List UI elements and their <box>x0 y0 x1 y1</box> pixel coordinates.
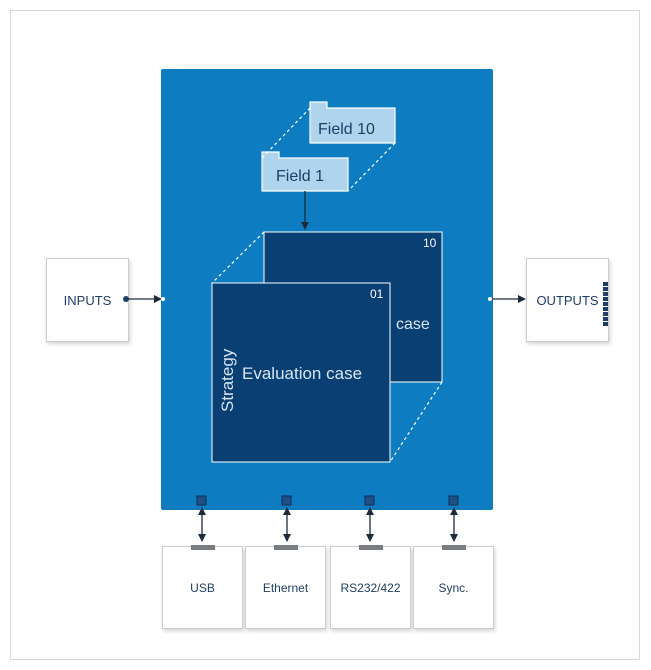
ethernet-box: Ethernet <box>245 545 326 629</box>
sync-link <box>448 495 459 542</box>
inputs-panel-port <box>161 297 165 301</box>
ethernet-label: Ethernet <box>262 580 309 595</box>
field-1-folder: Field 1 <box>261 151 349 192</box>
ethernet-link <box>281 495 292 542</box>
field-10-label: Field 10 <box>318 121 375 138</box>
case-stack-edge-bottom <box>389 381 443 463</box>
field-10-folder: Field 10 <box>309 101 396 144</box>
usb-connector <box>190 545 215 550</box>
folder-stack-edge-right <box>347 142 396 192</box>
rs232-connector <box>358 545 383 550</box>
usb-link <box>196 495 207 542</box>
case-10-number: 10 <box>423 236 437 250</box>
rs232-box: RS232/422 <box>330 545 411 629</box>
usb-box: USB <box>162 545 243 629</box>
outputs-panel-port <box>488 297 492 301</box>
outputs-pin-strip <box>603 282 608 326</box>
evaluation-case-01-card: 01 Evaluation case Strategy <box>211 282 391 463</box>
rs232-link <box>364 495 375 542</box>
inputs-label: INPUTS <box>63 292 112 308</box>
rs232-label: RS232/422 <box>340 580 401 595</box>
case-10-text: case <box>396 316 430 333</box>
sync-connector <box>441 545 466 550</box>
strategy-label: Strategy <box>218 348 237 412</box>
ethernet-connector <box>273 545 298 550</box>
sync-label: Sync. <box>438 580 469 595</box>
field-1-label: Field 1 <box>276 168 324 185</box>
case-01-text: Evaluation case <box>242 364 362 383</box>
inputs-port-dot <box>123 296 129 302</box>
usb-label: USB <box>190 580 215 595</box>
sync-box: Sync. <box>413 545 494 629</box>
folder-stack-edge-left <box>261 107 311 159</box>
outputs-label: OUTPUTS <box>536 292 599 308</box>
case-01-number: 01 <box>370 287 384 301</box>
case-stack-edge-top <box>211 231 265 284</box>
outputs-box: OUTPUTS <box>526 258 609 342</box>
inputs-box: INPUTS <box>46 258 129 342</box>
